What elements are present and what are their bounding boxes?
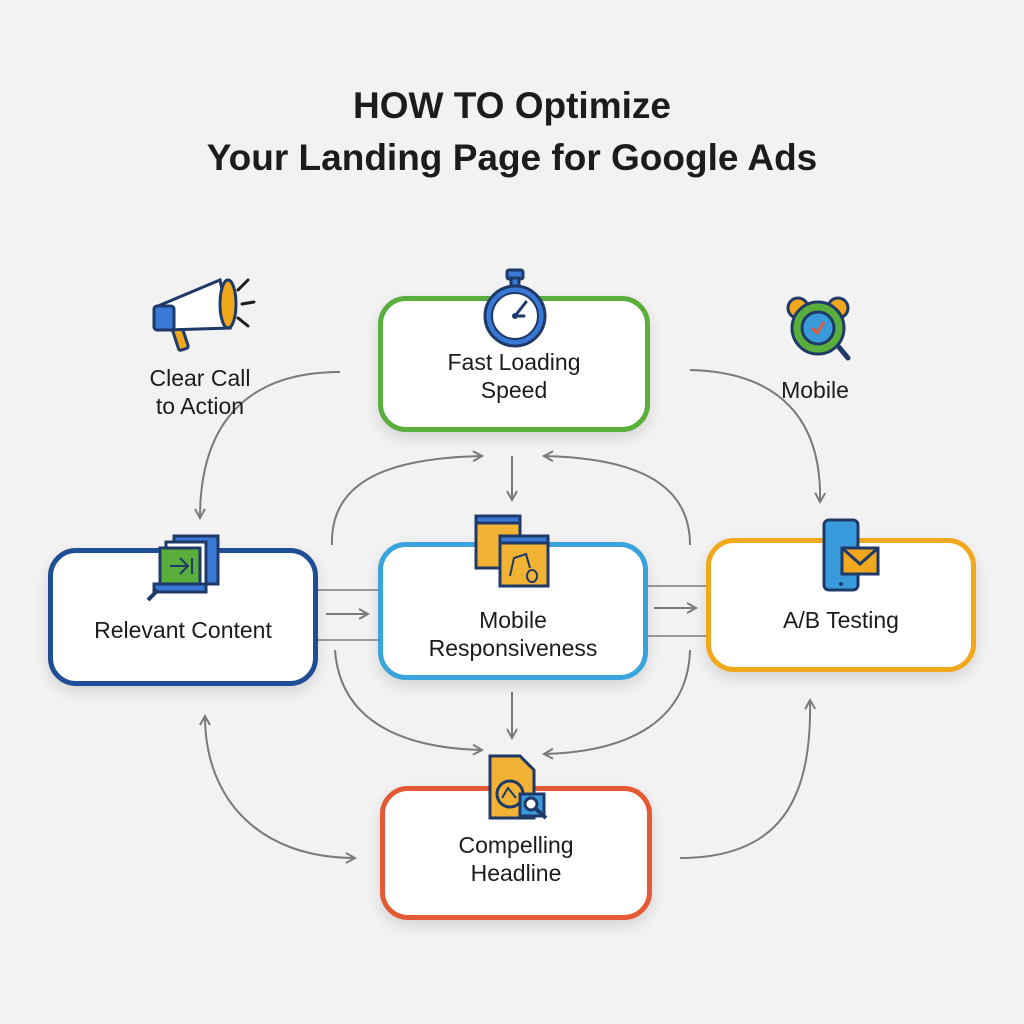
- arrow-relevant-headline-bidirectional: [205, 716, 355, 858]
- headline-search-icon: [488, 754, 548, 820]
- page-title: HOW TO Optimize Your Landing Page for Go…: [206, 85, 818, 178]
- arrow-left-up-to-fast: [330, 456, 482, 546]
- arrow-headline-to-ab: [679, 700, 810, 859]
- arrow-right-down-to-headline: [544, 649, 691, 754]
- phone-mail-icon: [822, 518, 880, 592]
- arrow-fast-to-ab: [689, 369, 820, 502]
- label-mobile: Mobile: [781, 377, 849, 403]
- label-clear-call-to-action: Clear Call to Action: [149, 365, 251, 419]
- content-document-icon: [146, 534, 220, 602]
- arrow-left-down-to-headline: [334, 649, 482, 750]
- stopwatch-icon: [483, 268, 547, 348]
- arrow-cta-to-relevant: [200, 371, 341, 518]
- megaphone-icon: [152, 277, 256, 352]
- alarm-clock-icon: [786, 296, 851, 361]
- arrow-right-up-to-fast: [544, 456, 691, 546]
- responsive-pages-icon: [474, 514, 550, 588]
